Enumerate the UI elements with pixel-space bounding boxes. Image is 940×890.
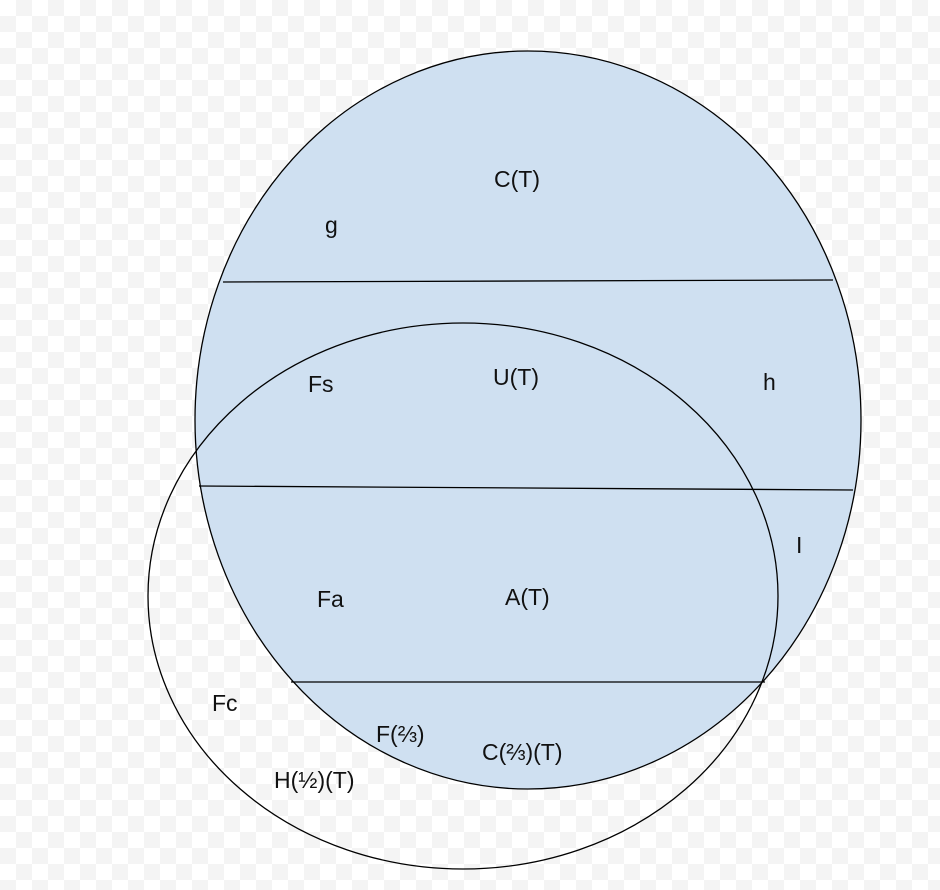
label-fs: Fs [308,371,334,397]
small-ellipse [147,322,779,870]
divider-line-1 [222,279,834,283]
label-fc: Fc [212,690,238,716]
label-u-t: U(T) [493,364,539,390]
label-c-t: C(T) [494,166,540,192]
label-fa: Fa [317,586,344,612]
divider-line-2 [198,485,854,491]
big-ellipse [194,50,862,790]
label-h-half-t: H(½)(T) [274,767,354,793]
label-f-two-thirds: F(⅔) [376,721,425,747]
label-g: g [325,212,338,238]
label-a-t: A(T) [505,584,550,610]
label-c-two-thirds-t: C(⅔)(T) [482,739,562,765]
label-i: I [796,532,802,558]
label-h: h [763,369,776,395]
